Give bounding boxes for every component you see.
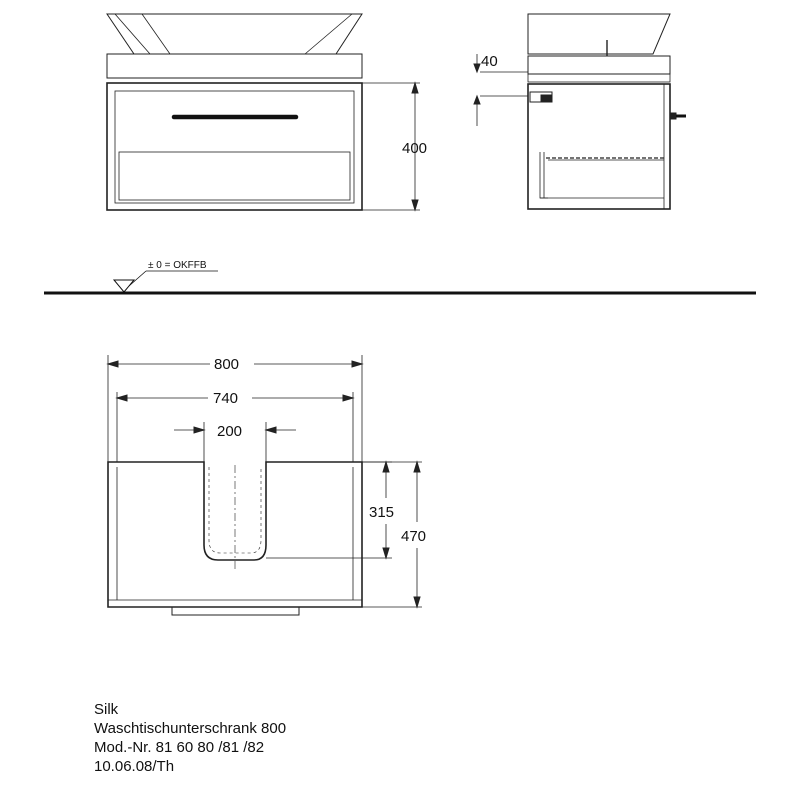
caption-product-name: Waschtischunterschrank 800	[94, 720, 287, 737]
side-countertop	[527, 55, 671, 75]
side-basin	[527, 13, 671, 55]
dim-front-height: 400	[402, 140, 427, 157]
front-inner-drawer	[118, 151, 351, 201]
front-cabinet-body	[106, 82, 363, 211]
level-marker	[112, 279, 136, 293]
plan-cabinet-outline	[107, 461, 363, 608]
front-countertop	[106, 53, 363, 79]
caption-date: 10.06.08/Th	[94, 758, 175, 775]
dim-plan-cutout-width: 200	[217, 423, 242, 440]
front-view	[106, 13, 420, 212]
plan-plinth	[171, 606, 300, 616]
dim-plan-total-depth: 470	[401, 528, 426, 545]
floor-reference-label: ± 0 = OKFFB	[148, 260, 207, 271]
caption-product-line: Silk	[94, 701, 119, 718]
dim-plan-inner-width: 740	[213, 390, 238, 407]
dim-plan-total-width: 800	[214, 356, 239, 373]
dim-side-top: 40	[481, 53, 498, 70]
side-drawer	[539, 152, 548, 199]
side-cabinet-body	[527, 83, 671, 210]
dim-plan-cutout-depth: 315	[369, 504, 394, 521]
plan-view	[106, 355, 422, 616]
side-view	[473, 13, 686, 210]
caption-model-number: Mod.-Nr. 81 60 80 /81 /82	[94, 739, 265, 756]
drawing-caption: Silk Waschtischunterschrank 800 Mod.-Nr.…	[94, 700, 286, 776]
floor-reference	[44, 270, 756, 295]
